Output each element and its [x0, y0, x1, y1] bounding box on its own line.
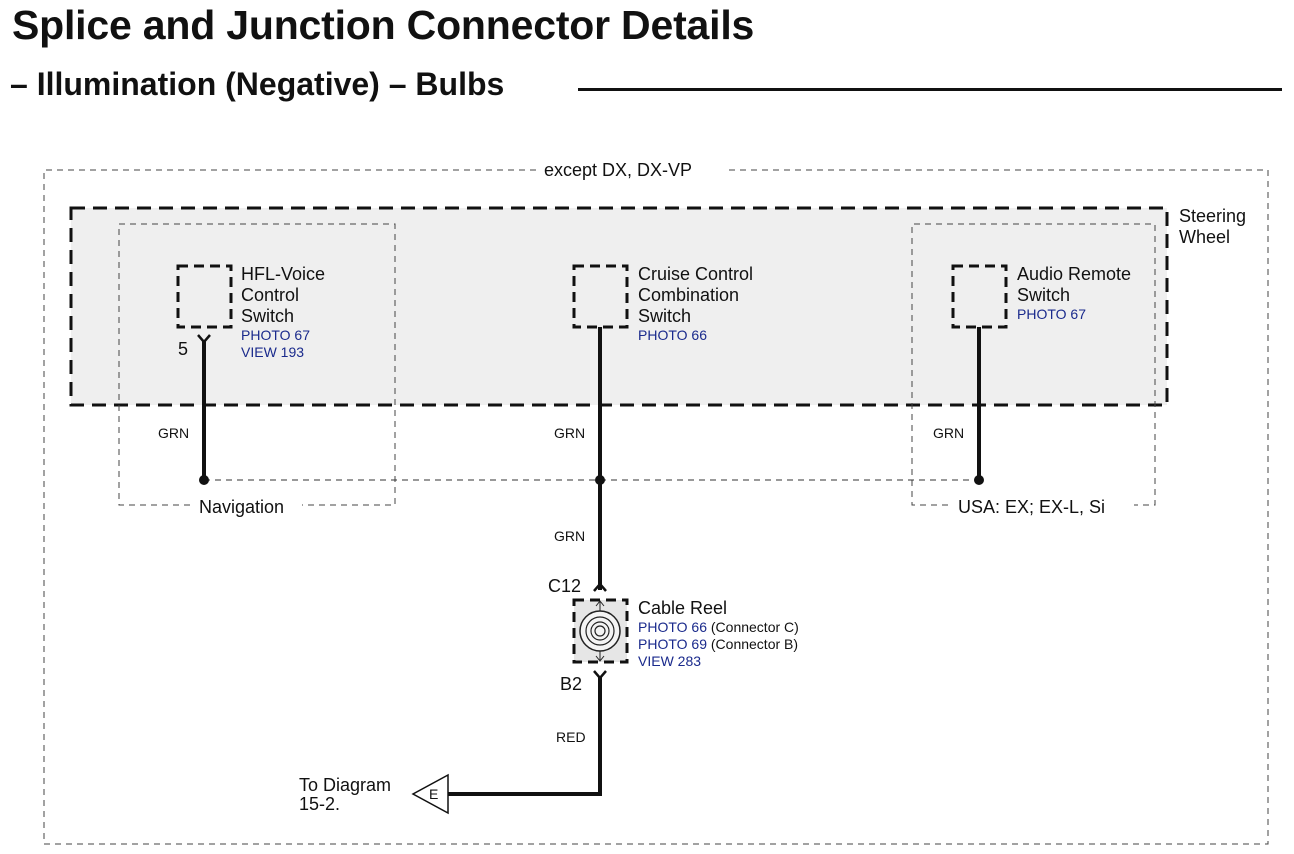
cable-reel-photo69-ref[interactable]: PHOTO 69: [638, 636, 707, 652]
cruise-wire-color: GRN: [554, 425, 585, 441]
cruise-label-line2: Combination: [638, 285, 739, 305]
hfl-label-line1: HFL-Voice: [241, 264, 325, 284]
cruise-label-line1: Cruise Control: [638, 264, 753, 284]
steering-wheel-label-line2: Wheel: [1179, 227, 1230, 247]
steering-wheel-label-line1: Steering: [1179, 206, 1246, 226]
cruise-label-line3: Switch: [638, 306, 691, 326]
usa-region-label: USA: EX; EX-L, Si: [958, 497, 1105, 517]
cable-reel-coil-icon: [579, 600, 621, 662]
cable-reel-ref1-line: PHOTO 66 (Connector C): [638, 619, 799, 635]
page-title: Splice and Junction Connector Details: [12, 2, 755, 48]
navigation-label: Navigation: [199, 497, 284, 517]
cable-reel-view-ref[interactable]: VIEW 283: [638, 653, 701, 669]
b2-connector-label: B2: [560, 674, 582, 694]
to-diagram-reference[interactable]: 15-2.: [299, 794, 340, 814]
hfl-splice-dot: [199, 475, 209, 485]
off-page-connector-letter: E: [429, 786, 438, 802]
audio-photo-ref[interactable]: PHOTO 67: [1017, 306, 1086, 322]
off-page-connector-e[interactable]: [411, 773, 449, 815]
cruise-control-switch-box: [572, 264, 629, 329]
cable-reel-connector-c-note: (Connector C): [707, 619, 799, 635]
section-subtitle: – Illumination (Negative) – Bulbs: [10, 66, 505, 102]
red-output-wire: [448, 676, 602, 796]
hfl-wire-color: GRN: [158, 425, 189, 441]
audio-splice-dot: [974, 475, 984, 485]
hfl-label-line2: Control: [241, 285, 299, 305]
c12-connector-label: C12: [548, 576, 581, 596]
cable-reel-photo66-ref[interactable]: PHOTO 66: [638, 619, 707, 635]
cable-reel-title: Cable Reel: [638, 598, 727, 618]
hfl-label-line3: Switch: [241, 306, 294, 326]
trunk-wire-color: GRN: [554, 528, 585, 544]
to-diagram-label: To Diagram: [299, 775, 391, 795]
audio-label-line1: Audio Remote: [1017, 264, 1131, 284]
audio-remote-switch-box: [951, 264, 1008, 329]
audio-wire-color: GRN: [933, 425, 964, 441]
cruise-photo-ref[interactable]: PHOTO 66: [638, 327, 707, 343]
hfl-voice-switch-box: [176, 264, 233, 329]
steering-wheel-box: [69, 206, 1169, 407]
navigation-region-border: [118, 223, 396, 506]
audio-label-line2: Switch: [1017, 285, 1070, 305]
outer-region-border: [43, 169, 1269, 845]
c12-terminal: [593, 582, 607, 592]
subtitle-rule: [578, 88, 1282, 91]
outer-region-label: except DX, DX-VP: [544, 160, 692, 180]
hfl-view-ref[interactable]: VIEW 193: [241, 344, 304, 360]
hfl-pin-number: 5: [178, 339, 188, 359]
output-wire-color: RED: [556, 729, 586, 745]
cable-reel-connector-b-note: (Connector B): [707, 636, 798, 652]
hfl-photo-ref[interactable]: PHOTO 67: [241, 327, 310, 343]
cable-reel-ref2-line: PHOTO 69 (Connector B): [638, 636, 798, 652]
